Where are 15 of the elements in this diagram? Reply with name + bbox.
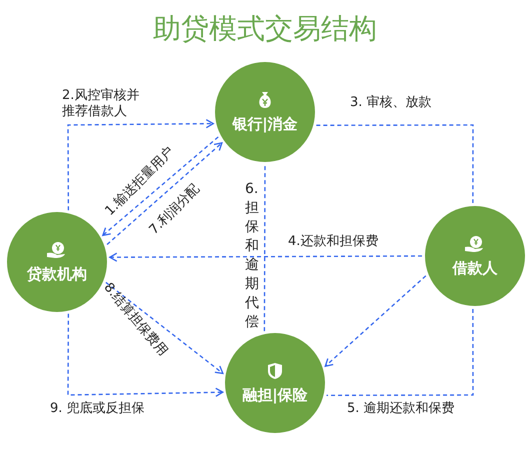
arrow [324, 275, 426, 367]
node-label: 贷款机构 [27, 264, 87, 284]
edge-label: 8.结算担保费用 [100, 279, 172, 362]
arrow [102, 136, 219, 236]
arrow [67, 119, 214, 210]
arrow [106, 282, 224, 374]
arrow [106, 142, 223, 246]
node-label: 银行|消金 [232, 114, 298, 134]
edge-label: 6. 担保和逾期代偿 [245, 180, 260, 332]
node-label: 融担|保险 [242, 386, 308, 404]
arrow [109, 252, 422, 262]
edge-label: 7.利润分配 [146, 182, 204, 240]
title: 助贷模式交易结构 [152, 11, 378, 47]
node-label: 借款人 [452, 258, 498, 278]
arrow [67, 314, 224, 397]
